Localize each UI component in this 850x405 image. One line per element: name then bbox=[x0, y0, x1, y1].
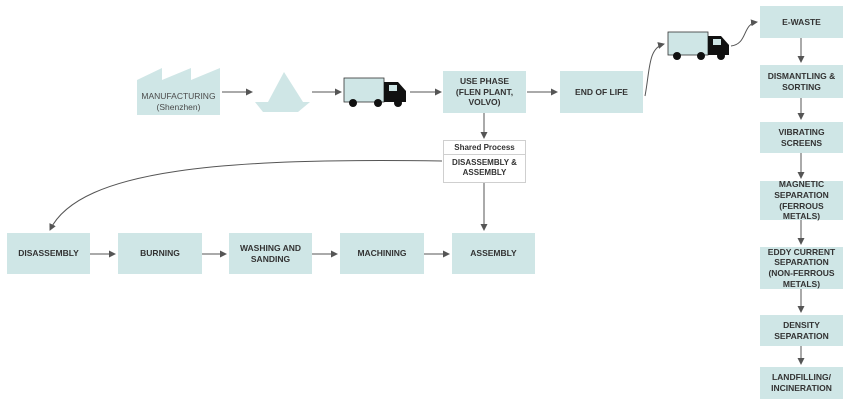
shared-process-title: Shared Process bbox=[444, 141, 525, 155]
use-phase-title: USE PHASE bbox=[459, 76, 510, 87]
manufacturing-title: MANUFACTURING bbox=[141, 91, 216, 101]
shared-process-line1: DISASSEMBLY & bbox=[452, 158, 517, 167]
truck-icon-2 bbox=[667, 31, 729, 60]
vibrating-screens-step: VIBRATING SCREENS bbox=[760, 122, 843, 153]
manufacturing-location: (Shenzhen) bbox=[156, 102, 201, 113]
washing-sanding-step: WASHING AND SANDING bbox=[229, 233, 312, 274]
burning-step: BURNING bbox=[118, 233, 202, 274]
manufacturing-label: MANUFACTURING (Shenzhen) bbox=[137, 91, 220, 113]
shared-process-box: Shared Process DISASSEMBLY & ASSEMBLY bbox=[443, 140, 526, 183]
ewaste-step: E-WASTE bbox=[760, 6, 843, 38]
density-separation-step: DENSITY SEPARATION bbox=[760, 315, 843, 346]
ship-icon bbox=[255, 72, 310, 112]
use-phase-box: USE PHASE (FLEN PLANT, VOLVO) bbox=[443, 71, 526, 113]
landfilling-incineration-step: LANDFILLING/ INCINERATION bbox=[760, 367, 843, 399]
shared-process-body: DISASSEMBLY & ASSEMBLY bbox=[444, 155, 525, 179]
shared-process-line2: ASSEMBLY bbox=[462, 168, 507, 178]
use-phase-location: (FLEN PLANT, VOLVO) bbox=[455, 86, 514, 108]
assembly-step: ASSEMBLY bbox=[452, 233, 535, 274]
disassembly-step: DISASSEMBLY bbox=[7, 233, 90, 274]
eddy-current-separation-step: EDDY CURRENT SEPARATION (NON-FERROUS MET… bbox=[760, 247, 843, 289]
machining-step: MACHINING bbox=[340, 233, 424, 274]
end-of-life-box: END OF LIFE bbox=[560, 71, 643, 113]
magnetic-separation-step: MAGNETIC SEPARATION (FERROUS METALS) bbox=[760, 179, 843, 221]
truck-icon bbox=[343, 77, 406, 107]
dismantling-sorting-step: DISMANTLING & SORTING bbox=[760, 65, 843, 98]
factory-icon bbox=[137, 68, 220, 115]
